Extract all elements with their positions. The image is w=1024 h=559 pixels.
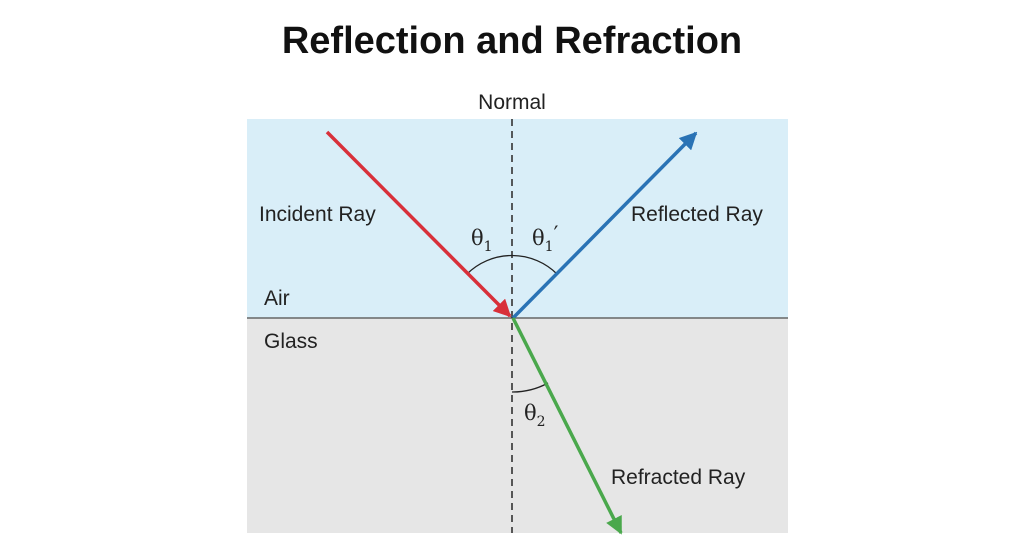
air-label: Air [264, 287, 290, 310]
reflected-ray-label: Reflected Ray [631, 203, 763, 226]
diagram-title: Reflection and Refraction [282, 20, 742, 62]
theta2-label: θ2 [524, 401, 546, 430]
theta1-prime-label: θ1′ [532, 222, 559, 255]
normal-label: Normal [478, 91, 546, 114]
glass-label: Glass [264, 330, 318, 353]
theta1-label: θ1 [471, 226, 493, 255]
incident-ray [325, 130, 512, 318]
refracted-ray [511, 317, 623, 535]
reflected-ray [511, 131, 698, 320]
refracted-ray-label: Refracted Ray [611, 466, 746, 489]
incident-ray-label: Incident Ray [259, 203, 376, 226]
air-region [247, 119, 788, 318]
glass-region [247, 318, 788, 533]
theta1-arc [466, 254, 558, 275]
